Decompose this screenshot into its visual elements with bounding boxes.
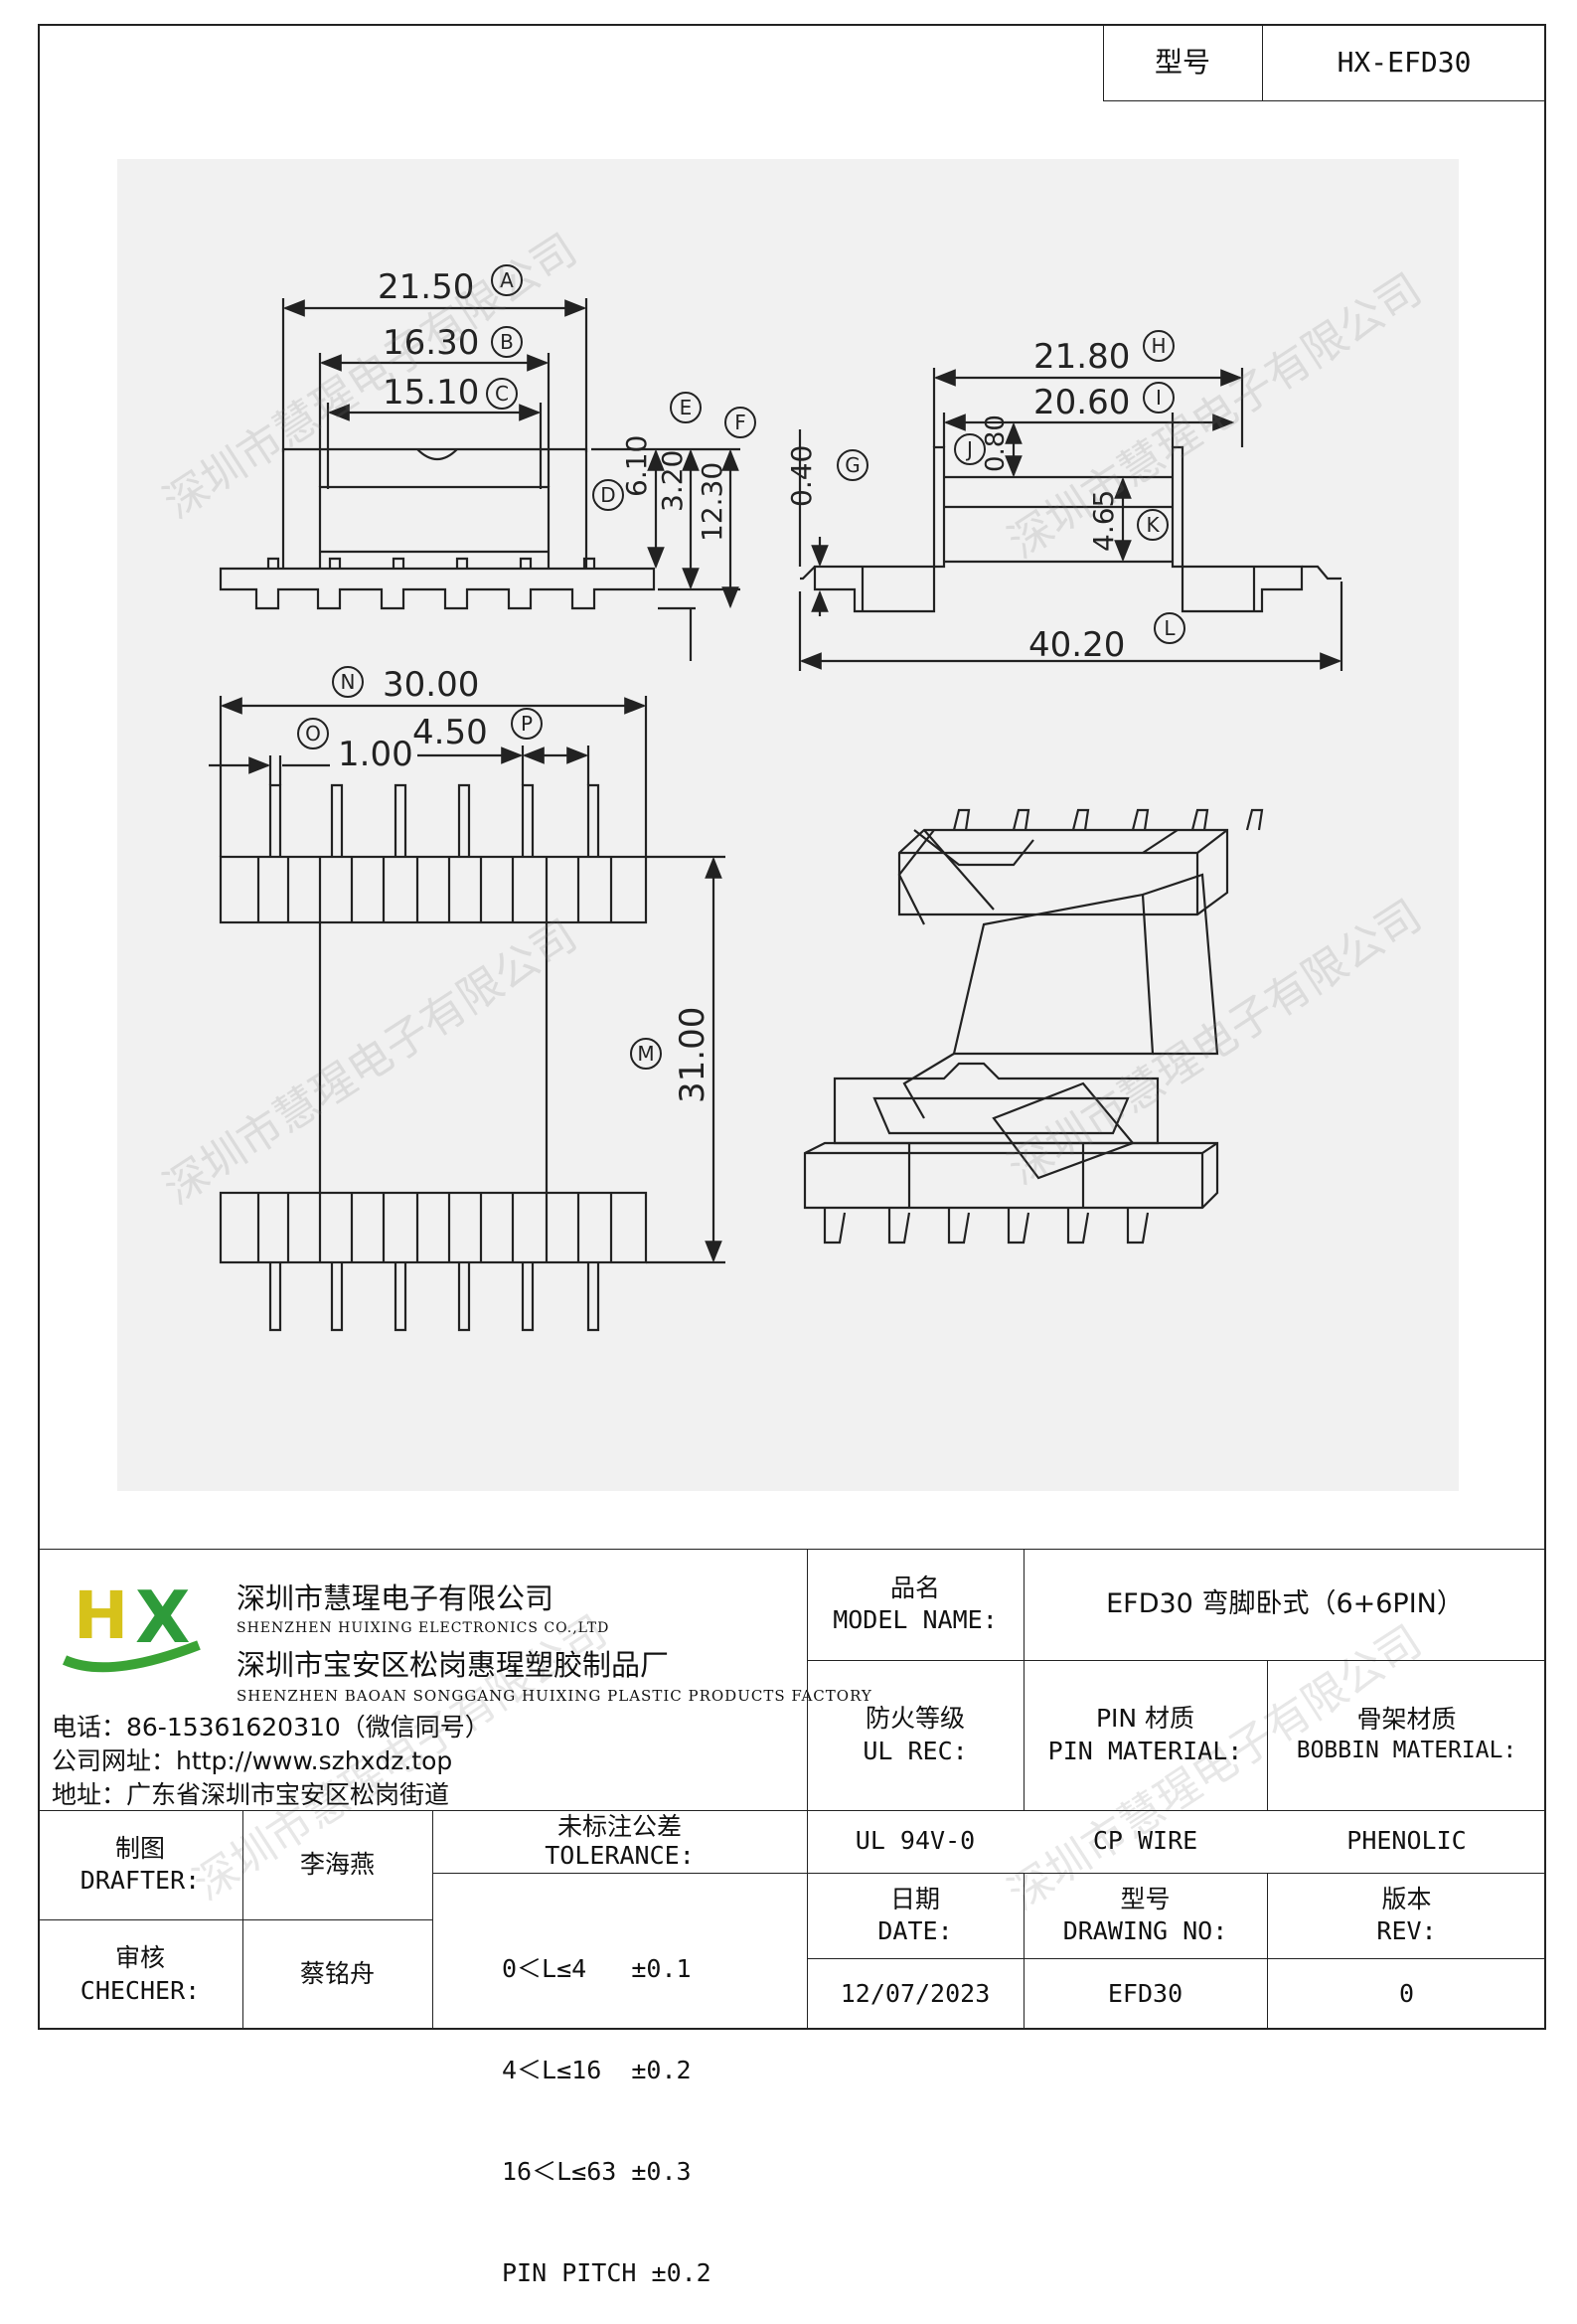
- dim-p-value: 4.50: [412, 713, 488, 752]
- svg-text:I: I: [1156, 386, 1162, 410]
- drafter-name: 李海燕: [299, 1849, 375, 1879]
- pin-material-label: PIN 材质 PIN MATERIAL:: [1047, 1704, 1243, 1765]
- drawing-no-value: EFD30: [1107, 1978, 1183, 2008]
- dim-d-value: 6.10: [620, 435, 653, 497]
- drafter-label: 制图 DRAFTER:: [79, 1833, 201, 1896]
- dim-k-value: 4.65: [1087, 490, 1120, 552]
- model-value: HX-EFD30: [1337, 45, 1472, 79]
- technical-drawing: 21.50 16.30 15.10 21.80 20.60 40.20 30.0…: [209, 264, 1343, 1332]
- svg-text:H: H: [74, 1577, 128, 1654]
- dim-g-value: 0.40: [785, 445, 818, 507]
- dim-a-value: 21.50: [378, 267, 474, 307]
- pin-material-value: CP WIRE: [1092, 1826, 1198, 1856]
- dim-j-value: 0.80: [981, 415, 1011, 472]
- company-name-cn: 深圳市慧瑆电子有限公司: [237, 1581, 554, 1615]
- dim-e-value: 3.20: [656, 450, 689, 512]
- bobbin-material-value: PHENOLIC: [1346, 1826, 1467, 1856]
- dim-n-value: 30.00: [383, 665, 479, 705]
- svg-text:M: M: [637, 1042, 654, 1066]
- dim-l-value: 40.20: [1028, 625, 1125, 665]
- dim-b-value: 16.30: [383, 323, 479, 363]
- date-value: 12/07/2023: [840, 1978, 991, 2008]
- ul-rec-label: 防火等级 UL REC:: [863, 1704, 968, 1765]
- dim-o-value: 1.00: [338, 735, 413, 774]
- svg-text:X: X: [135, 1576, 191, 1659]
- drawing-frame: [38, 24, 1546, 2030]
- front-view: [219, 298, 740, 661]
- dim-i-value: 20.60: [1033, 383, 1130, 422]
- company-phone: 电话：86-15361620310（微信同号）: [52, 1713, 490, 1742]
- model-header-box: [1103, 24, 1546, 101]
- svg-text:L: L: [1164, 616, 1176, 640]
- tolerance-label: 未标注公差 TOLERANCE:: [545, 1811, 695, 1870]
- ul-value: UL 94V-0: [855, 1826, 976, 1856]
- isometric-view: [803, 808, 1264, 1245]
- company-address: 地址：广东省深圳市宝安区松岗街道: [52, 1780, 450, 1809]
- dim-c-value: 15.10: [383, 373, 479, 413]
- svg-text:N: N: [341, 670, 356, 694]
- rev-label: 版本 REV:: [1376, 1884, 1437, 1946]
- bobbin-material-label: 骨架材质 BOBBIN MATERIAL:: [1296, 1705, 1517, 1763]
- svg-text:F: F: [734, 411, 746, 434]
- dim-f-value: 12.30: [696, 462, 728, 542]
- rev-value: 0: [1398, 1978, 1415, 2008]
- company-name-en: SHENZHEN HUIXING ELECTRONICS CO.,LTD: [237, 1620, 610, 1636]
- company-website: 公司网址：http://www.szhxdz.top: [52, 1746, 453, 1775]
- checker-label: 审核 CHECHER:: [79, 1943, 201, 2005]
- svg-text:J: J: [965, 437, 973, 461]
- svg-text:E: E: [680, 396, 693, 419]
- svg-text:O: O: [305, 722, 321, 746]
- svg-text:P: P: [521, 712, 533, 736]
- company-logo: H X: [50, 1571, 219, 1680]
- svg-text:A: A: [500, 268, 514, 292]
- dim-m-value: 31.00: [673, 1007, 712, 1103]
- model-name-value: EFD30 弯脚卧式（6+6PIN）: [1106, 1588, 1464, 1620]
- svg-text:K: K: [1146, 513, 1160, 537]
- date-label: 日期 DATE:: [877, 1884, 953, 1946]
- svg-text:D: D: [600, 483, 615, 507]
- checker-name: 蔡铭舟: [299, 1959, 375, 1989]
- drawing-no-label: 型号 DRAWING NO:: [1062, 1884, 1228, 1946]
- dim-h-value: 21.80: [1033, 337, 1130, 377]
- svg-text:G: G: [845, 453, 861, 477]
- top-view: [209, 696, 725, 1332]
- svg-text:C: C: [495, 382, 509, 406]
- svg-text:H: H: [1151, 334, 1166, 358]
- side-view: [798, 368, 1343, 671]
- model-label: 型号: [1154, 45, 1210, 79]
- svg-text:B: B: [500, 330, 514, 354]
- tolerance-values: 0＜L≤4 ±0.1 4＜L≤16 ±0.2 16＜L≤63 ±0.3 PIN …: [502, 1954, 711, 2287]
- factory-name-en: SHENZHEN BAOAN SONGGANG HUIXING PLASTIC …: [237, 1687, 872, 1705]
- factory-name-cn: 深圳市宝安区松岗惠瑆塑胶制品厂: [237, 1648, 670, 1682]
- model-name-label: 品名 MODEL NAME:: [833, 1573, 998, 1635]
